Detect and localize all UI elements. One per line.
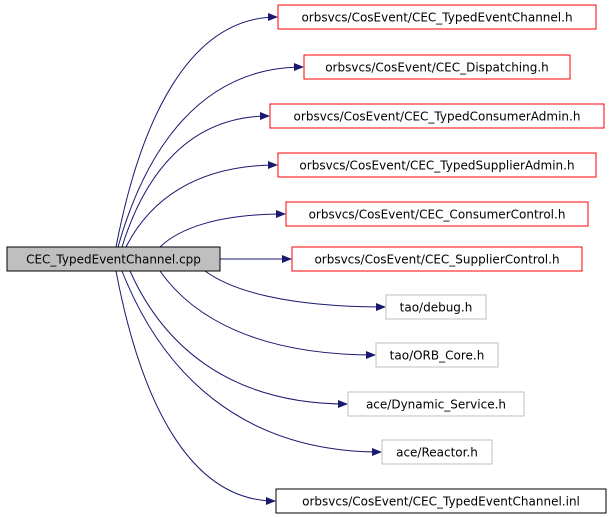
include-edge	[129, 270, 348, 408]
include-edge	[117, 63, 304, 248]
include-node-box	[277, 152, 597, 178]
include-node-label: orbsvcs/CosEvent/CEC_Dispatching.h	[325, 61, 549, 75]
include-node[interactable]: orbsvcs/CosEvent/CEC_Dispatching.h	[303, 54, 571, 80]
include-node-box	[277, 4, 597, 30]
dependency-nodes: CEC_TypedEventChannel.cpp orbsvcs/CosEve…	[6, 4, 607, 514]
include-node[interactable]: orbsvcs/CosEvent/CEC_SupplierControl.h	[291, 246, 583, 272]
include-node-label: ace/Dynamic_Service.h	[366, 398, 506, 412]
include-edge	[121, 112, 270, 248]
include-node-box	[269, 103, 605, 129]
include-node[interactable]: orbsvcs/CosEvent/CEC_ConsumerControl.h	[285, 201, 589, 227]
include-node-label: ace/Reactor.h	[396, 446, 478, 460]
include-edge	[159, 270, 376, 359]
include-node[interactable]: orbsvcs/CosEvent/CEC_TypedConsumerAdmin.…	[269, 103, 605, 129]
include-edge	[115, 270, 276, 505]
include-edge	[204, 270, 386, 311]
source-file-node[interactable]: CEC_TypedEventChannel.cpp	[6, 246, 221, 272]
dependency-edges	[115, 13, 386, 505]
include-node-label: tao/debug.h	[400, 301, 473, 315]
include-node-box	[285, 201, 589, 227]
include-node-box	[375, 342, 499, 368]
include-node[interactable]: tao/debug.h	[385, 294, 487, 320]
include-node-label: orbsvcs/CosEvent/CEC_SupplierControl.h	[314, 253, 559, 267]
include-node-box	[385, 294, 487, 320]
include-node[interactable]: orbsvcs/CosEvent/CEC_TypedEventChannel.h	[277, 4, 597, 30]
include-node[interactable]: orbsvcs/CosEvent/CEC_TypedEventChannel.i…	[275, 488, 607, 514]
include-node[interactable]: orbsvcs/CosEvent/CEC_TypedSupplierAdmin.…	[277, 152, 597, 178]
source-file-label: CEC_TypedEventChannel.cpp	[26, 253, 201, 267]
include-node-box	[275, 488, 607, 514]
include-node-box	[381, 439, 493, 465]
include-node-label: orbsvcs/CosEvent/CEC_TypedEventChannel.h	[301, 11, 572, 25]
include-node-label: orbsvcs/CosEvent/CEC_TypedConsumerAdmin.…	[294, 110, 581, 124]
include-edge	[159, 210, 286, 248]
include-node-label: orbsvcs/CosEvent/CEC_TypedEventChannel.i…	[302, 495, 580, 509]
include-node-label: orbsvcs/CosEvent/CEC_TypedSupplierAdmin.…	[299, 159, 574, 173]
include-node[interactable]: ace/Reactor.h	[381, 439, 493, 465]
include-edge	[125, 161, 278, 248]
include-node-box	[291, 246, 583, 272]
include-node[interactable]: tao/ORB_Core.h	[375, 342, 499, 368]
include-node-box	[303, 54, 571, 80]
include-node-label: tao/ORB_Core.h	[390, 349, 485, 363]
include-edge	[121, 270, 382, 456]
include-edge	[115, 13, 278, 248]
include-node-box	[347, 391, 525, 417]
include-node-label: orbsvcs/CosEvent/CEC_ConsumerControl.h	[309, 208, 566, 222]
include-node[interactable]: ace/Dynamic_Service.h	[347, 391, 525, 417]
